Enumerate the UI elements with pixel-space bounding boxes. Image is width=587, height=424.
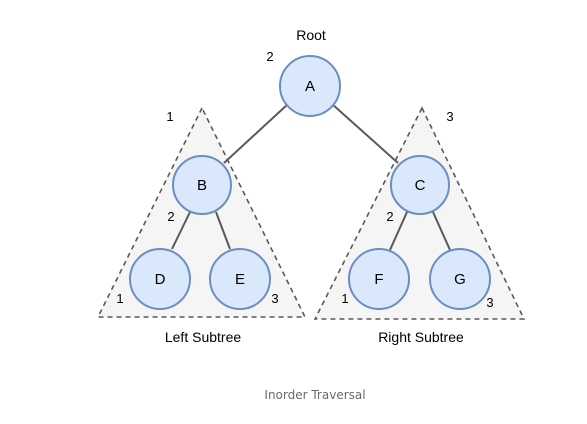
node-e-label: E bbox=[235, 271, 245, 288]
node-b: B bbox=[172, 155, 232, 215]
node-a: A bbox=[279, 55, 341, 117]
order-number-right-triangle: 3 bbox=[446, 109, 453, 124]
order-number-node-c: 2 bbox=[386, 209, 393, 224]
edge-a-b bbox=[223, 103, 289, 164]
edge-b-e bbox=[215, 211, 231, 250]
order-number-node-f: 1 bbox=[341, 291, 348, 306]
node-f: F bbox=[348, 248, 410, 310]
node-e: E bbox=[209, 248, 271, 310]
root-label: Root bbox=[296, 27, 326, 43]
diagram-caption: Inorder Traversal bbox=[264, 388, 366, 402]
node-c: C bbox=[390, 155, 450, 215]
right-subtree-label: Right Subtree bbox=[378, 329, 464, 345]
edge-c-f bbox=[389, 211, 408, 251]
order-number-root-a: 2 bbox=[266, 49, 273, 64]
order-number-node-b: 2 bbox=[167, 209, 174, 224]
node-g-label: G bbox=[454, 271, 466, 288]
order-number-node-g: 3 bbox=[486, 295, 493, 310]
edge-b-d bbox=[171, 211, 191, 250]
node-a-label: A bbox=[305, 78, 315, 95]
edge-c-g bbox=[432, 211, 451, 251]
node-d: D bbox=[129, 248, 191, 310]
node-d-label: D bbox=[155, 271, 166, 288]
node-g: G bbox=[429, 248, 491, 310]
order-number-left-triangle: 1 bbox=[166, 109, 173, 124]
node-f-label: F bbox=[374, 271, 383, 288]
node-c-label: C bbox=[415, 177, 426, 194]
order-number-node-d: 1 bbox=[116, 291, 123, 306]
node-b-label: B bbox=[197, 177, 207, 194]
order-number-node-e: 3 bbox=[271, 291, 278, 306]
left-subtree-label: Left Subtree bbox=[165, 329, 241, 345]
edge-a-c bbox=[331, 103, 399, 164]
